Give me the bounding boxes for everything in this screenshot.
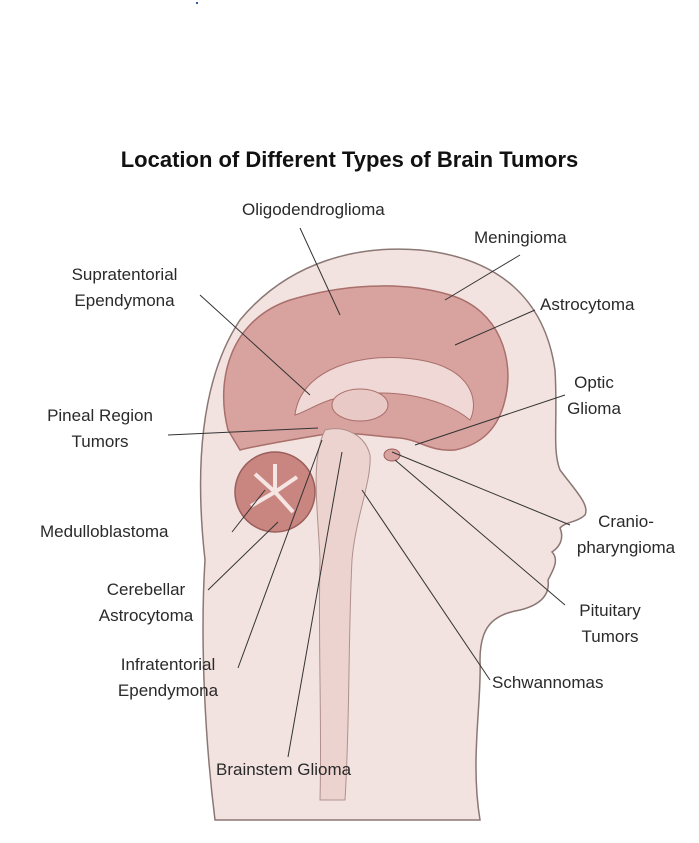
cerebellum-tree [249, 464, 299, 514]
label-infratentorial-ependymona: Infratentorial Ependymona [100, 652, 236, 704]
label-line: Ependymona [74, 291, 175, 310]
label-medulloblastoma: Medulloblastoma [40, 522, 169, 541]
label-schwannomas: Schwannomas [492, 673, 604, 692]
leader-meningioma [444, 254, 521, 301]
label-line: Cerebellar [106, 580, 186, 599]
leader-craniopharyngioma [391, 451, 571, 526]
label-line: Glioma [567, 399, 621, 418]
label-line: pharyngioma [576, 538, 676, 557]
diagram-title: Location of Different Types of Brain Tum… [120, 147, 579, 172]
label-line: Pineal Region [47, 406, 153, 425]
corpus-callosum [294, 357, 474, 421]
label-line: Cranio- [598, 512, 654, 531]
label-supratentorial-ependymona: Supratentorial Ependymona [52, 262, 197, 314]
leader-optic-glioma [414, 394, 566, 446]
label-line: Ependymona [117, 681, 219, 700]
label-astrocytoma: Astrocytoma [540, 295, 635, 314]
label-line: Optic [574, 373, 614, 392]
leader-cerebellar [207, 521, 279, 591]
leader-brainstem [287, 451, 343, 758]
label-oligodendroglioma: Oligodendroglioma [242, 200, 385, 219]
leader-pituitary [394, 459, 566, 606]
leader-oligodendroglioma [299, 227, 341, 316]
label-optic-glioma: Optic Glioma [558, 370, 630, 422]
label-line: Pituitary [579, 601, 641, 620]
label-line: Astrocytoma [98, 606, 194, 625]
leader-pineal [167, 427, 319, 436]
label-cerebellar-astrocytoma: Cerebellar Astrocytoma [80, 577, 212, 629]
leader-schwannomas [361, 489, 491, 681]
label-line: Supratentorial [71, 265, 178, 284]
label-meningioma: Meningioma [474, 228, 567, 247]
leader-astrocytoma [454, 309, 536, 346]
leader-supratentorial [199, 294, 311, 396]
label-craniopharyngioma: Cranio- pharyngioma [560, 509, 692, 561]
label-line: Tumors [581, 627, 639, 646]
label-pineal-region-tumors: Pineal Region Tumors [28, 403, 172, 455]
leader-infratentorial [237, 439, 323, 669]
label-pituitary-tumors: Pituitary Tumors [565, 598, 655, 650]
label-line: Tumors [71, 432, 129, 451]
label-line: Infratentorial [120, 655, 216, 674]
leader-lines [167, 227, 571, 758]
stray-dot [196, 2, 198, 4]
pituitary-gland [383, 448, 401, 462]
leader-medulloblastoma [231, 489, 266, 533]
label-brainstem-glioma: Brainstem Glioma [216, 760, 352, 779]
thalamus [331, 388, 389, 422]
